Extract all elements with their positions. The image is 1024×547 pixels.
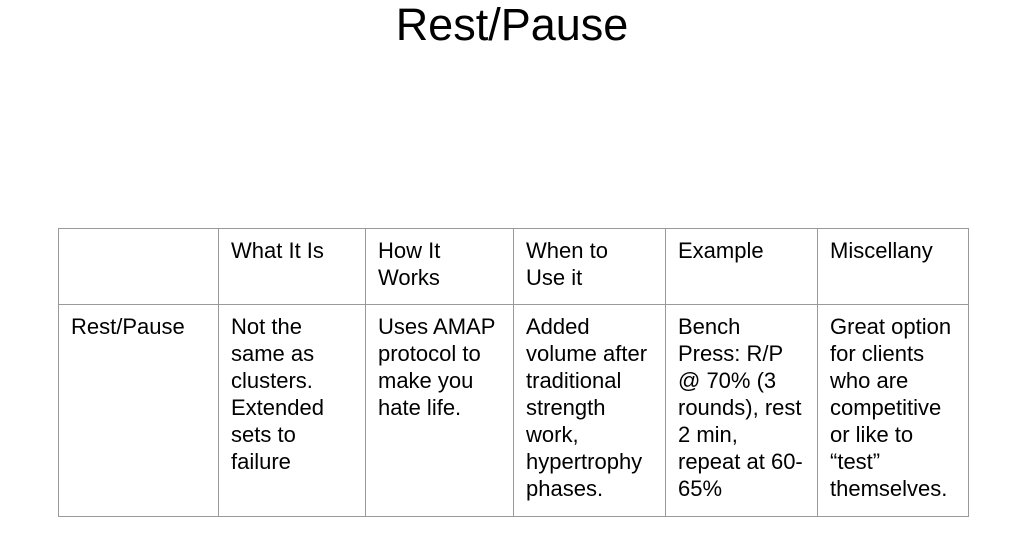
header-cell-what-it-is: What It Is — [218, 228, 366, 305]
cell-when-to-use-it: Added volume after traditional strength … — [513, 304, 666, 517]
cell-how-it-works: Uses AMAP protocol to make you hate life… — [365, 304, 514, 517]
header-cell-empty — [58, 228, 219, 305]
row-label-cell: Rest/Pause — [58, 304, 219, 517]
table-row-rest-pause: Rest/Pause Not the same as clusters. Ext… — [58, 304, 969, 517]
rest-pause-table: What It Is How It Works When to Use it E… — [58, 228, 969, 517]
header-cell-miscellany: Miscellany — [817, 228, 969, 305]
table-header-row: What It Is How It Works When to Use it E… — [58, 228, 969, 305]
cell-example: Bench Press: R/P @ 70% (3 rounds), rest … — [665, 304, 818, 517]
header-cell-example: Example — [665, 228, 818, 305]
cell-what-it-is: Not the same as clusters. Extended sets … — [218, 304, 366, 517]
slide-title: Rest/Pause — [395, 0, 629, 50]
header-cell-how-it-works: How It Works — [365, 228, 514, 305]
cell-miscellany: Great option for clients who are competi… — [817, 304, 969, 517]
header-cell-when-to-use-it: When to Use it — [513, 228, 666, 305]
